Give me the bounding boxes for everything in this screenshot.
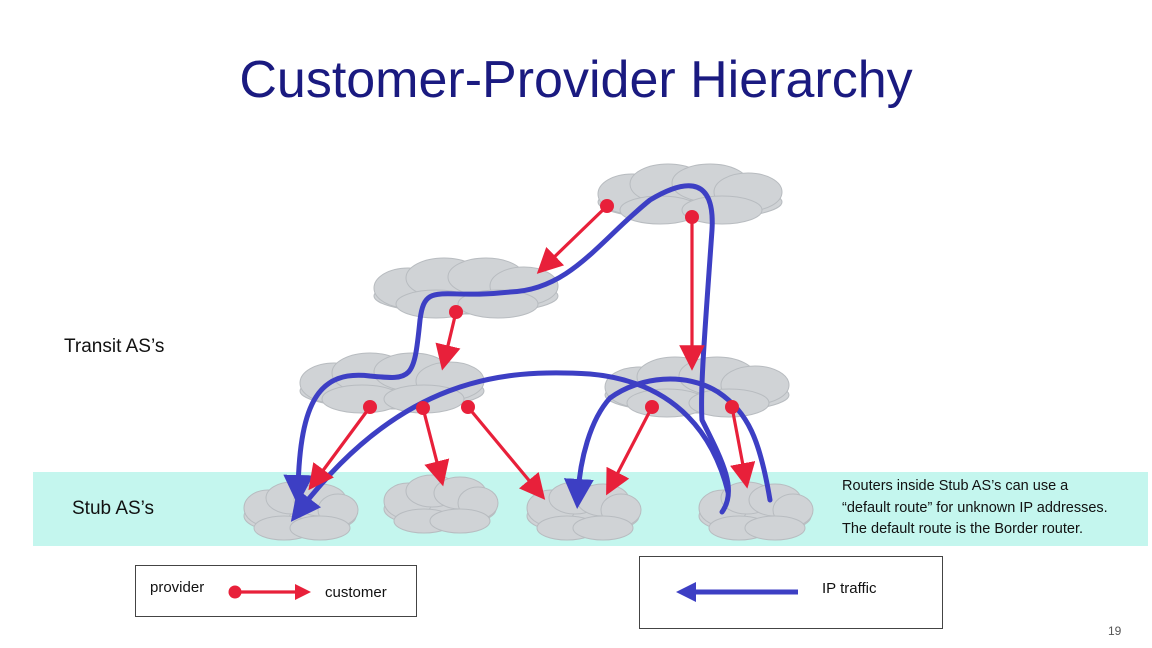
- provider-customer-arrow-3: [435, 310, 461, 371]
- note-line-2: “default route” for unknown IP addresses…: [842, 499, 1108, 516]
- legend-provider-label: provider: [150, 579, 205, 596]
- stub-as-label: Stub AS’s: [72, 498, 155, 519]
- provider-dot: [725, 400, 739, 414]
- provider-customer-arrow-6: [466, 405, 546, 500]
- provider-customer-arrow-icon: [228, 584, 311, 600]
- transit-as-label: Transit AS’s: [64, 336, 165, 357]
- provider-dot: [449, 305, 463, 319]
- provider-customer-arrow-4: [308, 405, 372, 491]
- provider-dot: [600, 199, 614, 213]
- note-line-3: The default route is the Border router.: [842, 521, 1083, 537]
- provider-dot: [416, 401, 430, 415]
- default-route-note: Routers inside Stub AS’s can use a “defa…: [842, 476, 1108, 541]
- provider-dot: [685, 210, 699, 224]
- provider-dot: [461, 400, 475, 414]
- cloud-icon-stub-3: [526, 481, 642, 541]
- provider-customer-arrow-7: [606, 405, 654, 496]
- legend-ip-traffic-label: IP traffic: [822, 580, 877, 597]
- provider-customer-arrow-1: [536, 204, 609, 274]
- ip-traffic-path-1: [283, 183, 732, 515]
- ip-traffic-path-2: [290, 370, 731, 522]
- provider-customer-arrow-8: [730, 405, 756, 489]
- ip-traffic-path-3: [563, 376, 773, 509]
- provider-dot: [363, 400, 377, 414]
- note-line-1: Routers inside Stub AS’s can use a: [842, 478, 1069, 494]
- page-number: 19: [1108, 624, 1122, 638]
- cloud-icon-stub-4: [698, 481, 814, 541]
- legend-customer-label: customer: [325, 584, 387, 601]
- provider-dot: [645, 400, 659, 414]
- provider-customer-arrow-5: [421, 406, 450, 487]
- slide-title: Customer-Provider Hierarchy: [239, 51, 913, 109]
- ip-traffic-arrow-icon: [676, 582, 798, 602]
- cloud-icon-stub-2: [383, 474, 499, 534]
